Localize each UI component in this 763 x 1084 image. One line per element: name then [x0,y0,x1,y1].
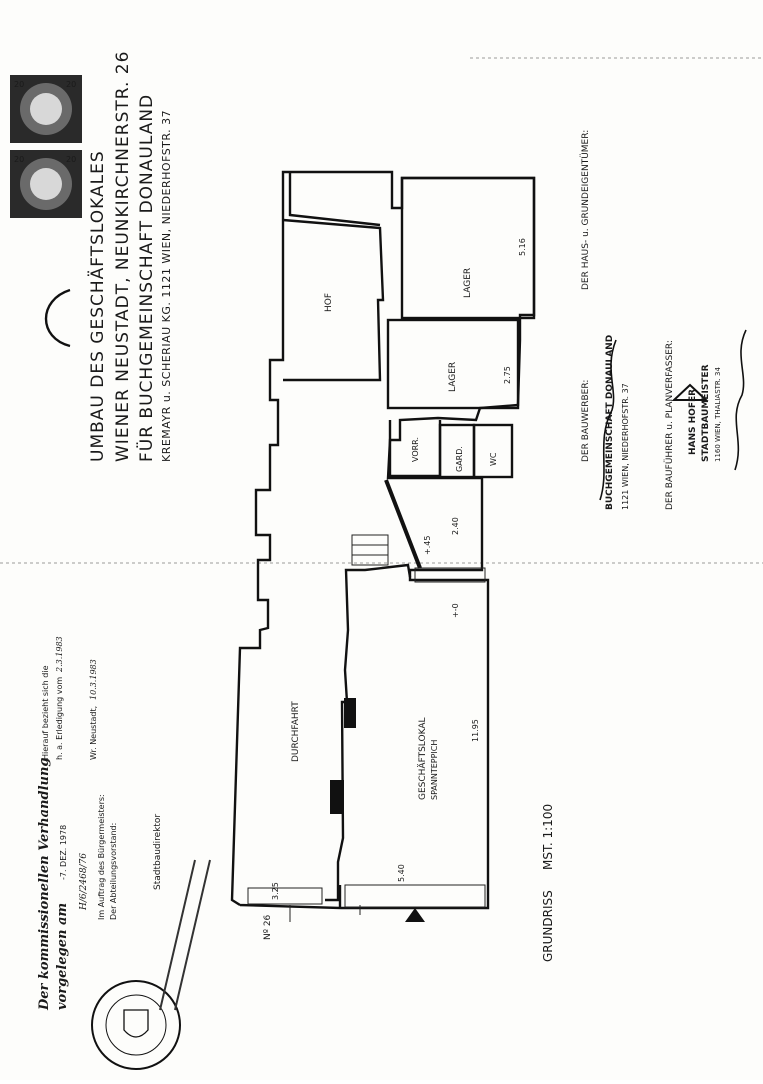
stamp-title: STADTBAUMEISTER [701,364,711,462]
revenue-stamps: 20 20 20 20 [10,75,82,218]
staircase [351,534,389,566]
door-grille [414,567,486,583]
entrance-durchfahrt [247,887,323,905]
room-wc: WC [489,452,498,466]
architect-stamp: HANS HOFER STADTBAUMEISTER 1160 WIEN, TH… [671,364,722,462]
title-line-3: FÜR BUCHGEMEINSCHAFT DONAULAND [135,94,157,462]
dim-1195: 11.95 [471,719,480,742]
svg-text:20: 20 [66,155,76,164]
level-zero: +-0 [451,603,460,618]
approval-heading: Der kommissionellen Verhandlung [37,757,52,1011]
approval-stadtbaudirektor: Stadtbaudirektor [153,814,163,890]
diagonal-wall [384,479,422,569]
handwritten-mark [44,288,71,348]
inner-wall [325,563,412,902]
lager-lower-room [386,318,520,410]
signature-architect [734,329,747,471]
dim-275: 2.75 [503,366,512,384]
bauführer-label: DER BAUFÜHRER u. PLANVERFASSER: [664,340,675,510]
room-lager-lower: LAGER [448,362,458,392]
approval-ref: H/6/2468/76 [79,853,89,911]
bauwerber-address: 1121 WIEN, NIEDERHOFSTR. 37 [621,383,630,510]
room-vorr: VORR. [411,437,420,462]
bauwerber-label: DER BAUWERBER: [581,380,591,462]
plan-label: GRUNDRISS [541,890,555,962]
wc-room [472,423,514,479]
floor-plan: HOF DURCHFAHRT GESCHÄFTSLOKAL SPANNTEPPI… [230,170,555,962]
column [344,698,356,728]
title-block: UMBAU DES GESCHÄFTSLOKALES [87,150,108,462]
signature-bauwerber [599,339,617,501]
struck-signature [159,859,211,1011]
room-lager-upper: LAGER [463,268,473,298]
dim-540: 5.40 [397,864,406,882]
column [330,780,344,814]
approval-erledigung-date: 2.3.1983 [55,636,64,673]
approval-erledigung: h. a. Erledigung vom [55,677,64,760]
room-durchfahrt: DURCHFAHRT [291,701,301,762]
approval-date: -7. DEZ. 1978 [59,825,68,880]
house-number: Nº 26 [263,914,273,940]
level-plus45: +.45 [423,536,432,555]
dim-325: 3.25 [271,882,280,900]
room-geschaeftslokal: GESCHÄFTSLOKAL [417,717,428,800]
hof-wall [282,218,385,382]
dim-516: 5.16 [518,238,527,256]
title-line-4: KREMAYR u. SCHERIAU KG. 1121 WIEN, NIEDE… [160,110,173,462]
title-line-1: UMBAU DES GESCHÄFTSLOKALES [87,150,108,462]
title-line-2: WIENER NEUSTADT, NEUNKIRCHNERSTR. 26 [113,51,133,462]
stamp-company: HANS HOFER [688,389,698,455]
room-hof: HOF [324,293,334,312]
plan-scale: MST. 1:100 [541,804,555,870]
lager-upper-room [400,176,536,320]
official-seal [91,980,181,1070]
room-spannteppich: SPANNTEPPICH [430,740,439,800]
dim-240: 2.40 [451,517,460,535]
approval-abteilung: Der Abteilungsvorstand: [109,823,118,920]
approval-mayor: Im Auftrag des Bürgermeisters: [97,794,106,920]
stamp-address: 1160 WIEN, THALIASTR. 34 [714,367,722,462]
grundeigentuemer-label: DER HAUS- u. GRUNDEIGENTÜMER: [580,130,591,290]
room-gard: GARD. [455,446,464,472]
approval-wrneustadt-date: 10.3.1983 [89,659,98,700]
svg-text:20: 20 [66,80,76,89]
bauwerber-stamp: BUCHGEMEINSCHAFT DONAULAND [605,335,615,510]
svg-text:20: 20 [14,80,24,89]
svg-text:20: 20 [14,155,24,164]
approval-wrneustadt: Wr. Neustadt, [89,706,98,760]
shop-front [344,884,486,908]
hof-room-wall [288,172,381,227]
approval-bezieht: Hierauf bezieht sich die [41,665,50,760]
entry-arrow-icon [405,908,425,922]
approval-vorgelegen: vorgelegen am [55,903,70,1010]
